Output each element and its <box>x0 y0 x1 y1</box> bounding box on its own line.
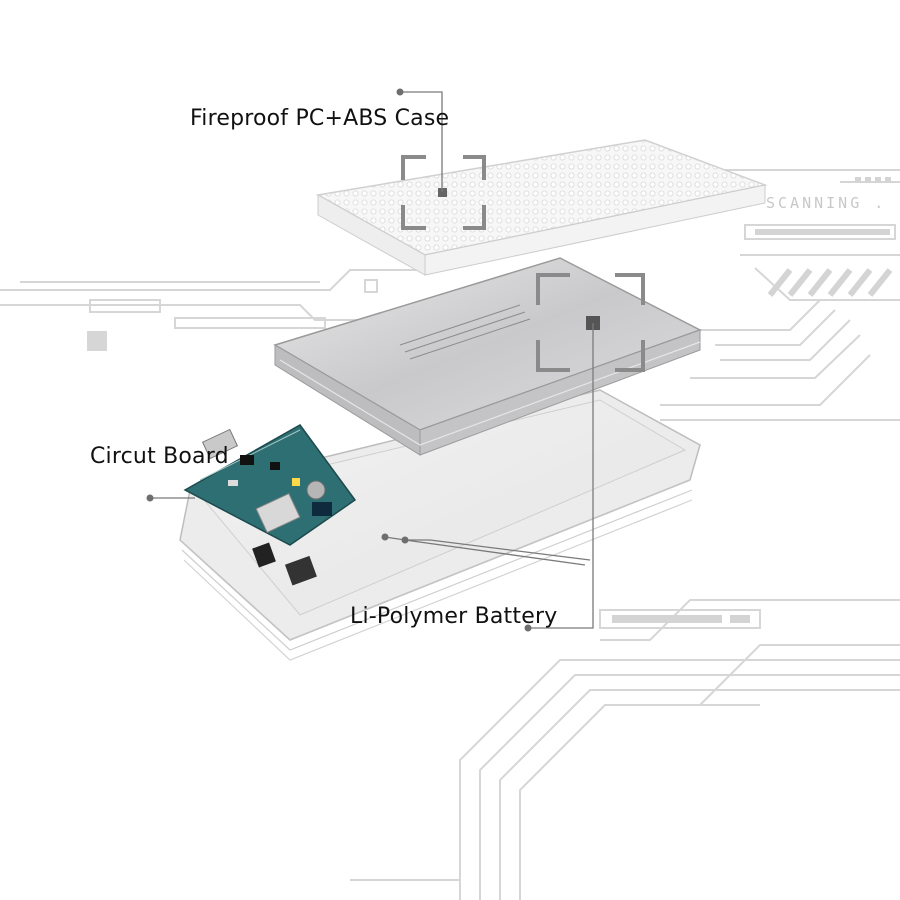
leader-lines <box>150 91 594 629</box>
battery <box>273 257 702 456</box>
hud-blocks <box>612 177 891 623</box>
leader-dots <box>146 88 532 632</box>
scanning-text: SCANNING . <box>766 194 887 212</box>
scan-target-battery <box>536 273 645 372</box>
case-label: Fireproof PC+ABS Case <box>190 106 450 131</box>
background-circuit <box>0 169 900 900</box>
circuit-board-label: Circut Board <box>90 444 229 469</box>
circuit-board <box>183 424 357 546</box>
battery-label: Li-Polymer Battery <box>350 604 558 629</box>
top-case <box>315 139 768 276</box>
scan-target-case <box>401 155 486 230</box>
hazard-stripes <box>767 268 893 297</box>
